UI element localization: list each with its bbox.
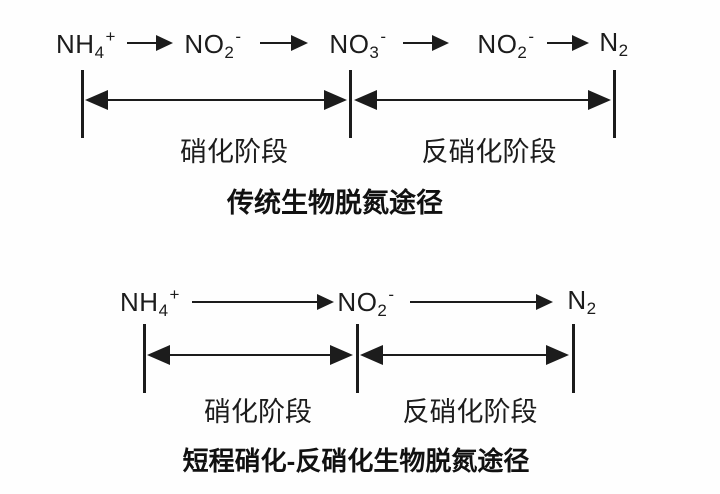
stage-boundary-tick [572,324,575,393]
formula-subscript: 2 [224,43,235,62]
formula-superscript: - [380,27,387,46]
formula-main: NO [184,29,225,59]
formula-superscript: - [528,27,535,46]
reaction-arrow-icon [260,34,308,52]
species-nh4: NH4+ [56,27,116,63]
double-arrow-icon [354,89,611,111]
formula-subscript: 2 [517,43,528,62]
reaction-arrow-icon [410,293,553,311]
formula-main: N [599,27,619,57]
stage-boundary-tick [356,324,359,393]
stage-boundary-tick [349,70,352,138]
diagram-title-shortcut: 短程硝化-反硝化生物脱氮途径 [182,446,530,476]
stage-boundary-tick [81,70,84,138]
species-nh4: NH4+ [120,285,180,321]
reaction-arrow-icon [127,34,173,52]
double-arrow-icon [147,344,353,366]
formula-main: NH [56,29,95,59]
reaction-arrow-icon [547,34,589,52]
stage-label-nitrification: 硝化阶段 [180,137,288,167]
formula-superscript: - [235,27,242,46]
formula-main: NO [337,287,378,317]
formula-main: NO [477,29,518,59]
double-arrow-icon [85,89,347,111]
formula-superscript: - [388,285,395,304]
formula-subscript: 2 [377,301,388,320]
species-no2: NO2- [184,27,241,63]
diagram-title-traditional: 传统生物脱氮途径 [227,188,443,218]
formula-main: NH [120,287,159,317]
formula-subscript: 4 [94,43,105,62]
stage-label-denitrification: 反硝化阶段 [402,397,538,427]
stage-label-nitrification: 硝化阶段 [204,397,312,427]
formula-superscript: + [169,285,180,304]
formula-main: NO [329,29,370,59]
double-arrow-icon [360,344,569,366]
formula-subscript: 3 [369,43,380,62]
species-no3: NO3- [329,27,386,63]
species-no2: NO2- [337,285,394,321]
species-n2: N2 [567,285,596,319]
stage-boundary-tick [143,324,146,393]
formula-subscript: 2 [618,41,629,60]
species-n2: N2 [599,27,628,61]
stage-label-denitrification: 反硝化阶段 [421,137,557,167]
formula-superscript: + [105,27,116,46]
formula-subscript: 4 [158,301,169,320]
stage-boundary-tick [613,70,616,138]
reaction-arrow-icon [403,34,449,52]
formula-main: N [567,285,587,315]
reaction-arrow-icon [192,293,334,311]
formula-subscript: 2 [586,299,597,318]
species-no2: NO2- [477,27,534,63]
